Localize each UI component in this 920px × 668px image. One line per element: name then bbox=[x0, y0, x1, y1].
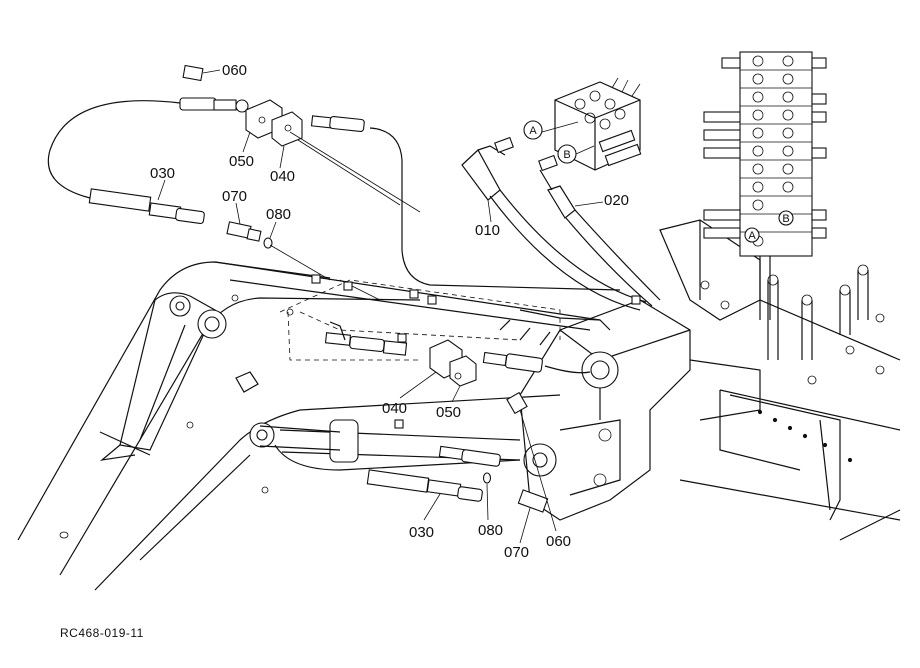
hydraulic-valve-block: A B bbox=[523, 77, 642, 171]
label-020: 020 bbox=[604, 192, 629, 209]
port-a-label: A bbox=[529, 125, 537, 137]
label-080-top: 080 bbox=[266, 206, 291, 223]
hose-010-020 bbox=[461, 136, 661, 311]
label-080-bottom: 080 bbox=[478, 522, 503, 539]
label-040-mid: 040 bbox=[382, 400, 407, 417]
label-010: 010 bbox=[475, 222, 500, 239]
control-valve-bank: B A bbox=[703, 51, 827, 320]
label-050-mid: 050 bbox=[436, 404, 461, 421]
label-060-top: 060 bbox=[222, 62, 247, 79]
upper-hose-assembly bbox=[47, 64, 621, 291]
valve-a-label: A bbox=[748, 230, 756, 242]
label-060-bottom: 060 bbox=[546, 533, 571, 550]
label-070-bottom: 070 bbox=[504, 544, 529, 561]
main-frame bbox=[659, 219, 901, 541]
drawing-code: RC468-019-11 bbox=[60, 626, 144, 640]
boom-structure bbox=[17, 261, 601, 591]
label-040-top: 040 bbox=[270, 168, 295, 185]
port-b-label: B bbox=[563, 149, 570, 161]
label-030-bottom: 030 bbox=[409, 524, 434, 541]
port-a-marker bbox=[523, 120, 543, 140]
valve-a-marker bbox=[744, 227, 760, 243]
label-070-top: 070 bbox=[222, 188, 247, 205]
swing-bracket bbox=[519, 299, 761, 521]
lower-hose-assembly bbox=[324, 332, 591, 513]
leader-lines bbox=[157, 69, 604, 544]
label-030-top: 030 bbox=[150, 165, 175, 182]
part-labels: 060 050 040 030 070 080 010 020 040 050 … bbox=[150, 62, 629, 561]
valve-b-label: B bbox=[782, 213, 789, 225]
routing-lines bbox=[269, 131, 641, 429]
label-050-top: 050 bbox=[229, 153, 254, 170]
valve-b-marker bbox=[778, 210, 794, 226]
